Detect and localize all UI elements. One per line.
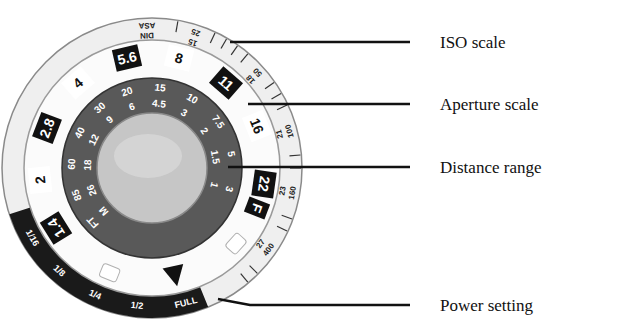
iso-tick bbox=[289, 154, 300, 156]
distance-meters: 26 bbox=[85, 183, 98, 197]
iso-value: 23 bbox=[278, 186, 287, 196]
iso-tick bbox=[272, 94, 282, 100]
distance-feet: 7.5 bbox=[209, 114, 225, 131]
distance-meters: 12 bbox=[88, 133, 102, 147]
distance-ring bbox=[62, 78, 242, 258]
iso-value: 100 bbox=[285, 123, 296, 138]
distance-feet: 5 bbox=[225, 150, 236, 157]
power-value: 1/2 bbox=[131, 301, 144, 311]
distance-meters: 1.5 bbox=[209, 149, 221, 164]
distance-feet: 10 bbox=[185, 92, 200, 106]
iso-value: 160 bbox=[288, 186, 298, 201]
distance-feet: 85 bbox=[70, 188, 83, 202]
distance-feet: 30 bbox=[92, 100, 107, 115]
distance-feet: 3 bbox=[224, 185, 235, 193]
callout-label: Distance range bbox=[440, 159, 541, 176]
center-disc bbox=[97, 113, 207, 223]
iso-tick bbox=[265, 83, 274, 89]
leader-line bbox=[228, 166, 410, 169]
iso-tick bbox=[277, 226, 287, 231]
aperture-value: 4 bbox=[61, 66, 95, 100]
aperture-value: 22 bbox=[251, 169, 276, 198]
aperture-value: 11 bbox=[209, 66, 243, 100]
distance-meters: 1 bbox=[208, 181, 219, 189]
aperture-value: 5.6 bbox=[111, 44, 141, 71]
distance-meters: 3 bbox=[179, 107, 189, 118]
distance-feet: 15 bbox=[154, 83, 166, 94]
callout-label: ISO scale bbox=[440, 34, 506, 51]
distance-meters: 9 bbox=[105, 114, 116, 125]
leader-line bbox=[248, 103, 410, 106]
aperture-value: 1.4 bbox=[40, 211, 72, 245]
callout-label: Power setting bbox=[440, 297, 533, 314]
iso-tick bbox=[277, 105, 287, 110]
callout-label: Aperture scale bbox=[440, 96, 539, 113]
iso-value: 25 bbox=[191, 27, 202, 37]
iso-header: ASA bbox=[138, 21, 155, 30]
leader-line bbox=[230, 41, 410, 44]
distance-meters: 4.5 bbox=[151, 99, 166, 110]
iso-tick bbox=[282, 215, 292, 219]
iso-tick bbox=[241, 54, 248, 62]
iso-tick bbox=[176, 21, 178, 32]
dial-window bbox=[225, 232, 247, 255]
aperture-value: 8 bbox=[164, 45, 195, 73]
disc-highlight bbox=[114, 134, 182, 178]
aperture-f-mark: F bbox=[244, 197, 270, 220]
pointer-triangle bbox=[163, 264, 184, 286]
power-value: FULL bbox=[173, 296, 197, 310]
distance-unit: M bbox=[98, 204, 111, 217]
iso-tick bbox=[231, 46, 237, 55]
iso-value: 15 bbox=[188, 36, 199, 46]
aperture-value: 2 bbox=[27, 166, 52, 194]
iso-tick bbox=[250, 266, 258, 274]
distance-feet: 40 bbox=[73, 126, 87, 140]
aperture-value: 2.8 bbox=[32, 111, 62, 143]
iso-tick bbox=[221, 39, 227, 49]
aperture-value: 16 bbox=[242, 109, 272, 141]
distance-feet: 60 bbox=[67, 158, 78, 170]
distance-feet: 20 bbox=[120, 85, 134, 98]
distance-unit: FT bbox=[85, 214, 101, 230]
iso-tick bbox=[241, 274, 248, 282]
distance-meters: 2 bbox=[199, 126, 210, 136]
distance-meters: 18 bbox=[83, 159, 94, 171]
distance-meters: 6 bbox=[128, 102, 136, 113]
power-value: 1/16 bbox=[23, 228, 40, 248]
dial-window bbox=[99, 263, 121, 283]
leader-line bbox=[218, 299, 410, 305]
iso-value: 21 bbox=[275, 128, 285, 139]
iso-header: DIN bbox=[140, 31, 154, 39]
power-value: 1/4 bbox=[88, 288, 103, 301]
power-value: 1/8 bbox=[51, 264, 66, 279]
iso-tick bbox=[210, 33, 215, 43]
